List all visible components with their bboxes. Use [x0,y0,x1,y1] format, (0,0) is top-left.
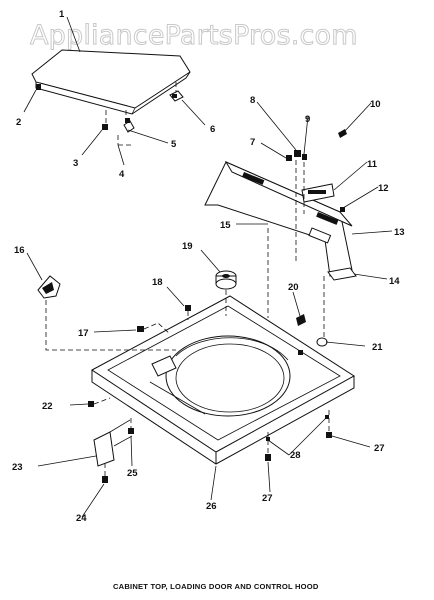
part-label-8: 8 [250,95,255,106]
part-label-21: 21 [372,342,383,353]
part-label-6: 6 [210,124,215,135]
part-label-15: 15 [220,220,231,231]
leader-lines [23,16,393,518]
part-label-3: 3 [73,158,78,169]
part-label-27-lower: 27 [262,493,273,504]
part-label-16: 16 [14,245,25,256]
part-label-17: 17 [78,328,89,339]
part-label-13: 13 [394,227,405,238]
control-panel-overlay [301,183,335,203]
part-label-22: 22 [42,401,53,412]
part-label-11: 11 [367,159,378,170]
part-label-25: 25 [127,468,138,479]
part-label-24: 24 [76,513,87,524]
part-label-26: 26 [206,501,217,512]
diagram-caption: CABINET TOP, LOADING DOOR AND CONTROL HO… [113,582,319,591]
part-label-9: 9 [305,114,310,125]
bracket-23 [93,419,133,467]
fasteners [88,305,332,483]
part-label-20: 20 [288,282,299,293]
part-label-28: 28 [290,450,301,461]
bumper-19 [215,270,237,316]
part-label-2: 2 [16,117,21,128]
part-label-10: 10 [370,99,381,110]
part-number-labels: 1 2 3 4 5 6 7 8 9 10 11 12 13 14 15 16 1… [12,9,405,524]
cabinet-top [91,295,355,465]
hood-connectors [267,160,325,340]
part-label-19: 19 [182,241,193,252]
part-label-12: 12 [378,183,389,194]
watermark-text: AppliancePartsPros.com [30,20,358,51]
control-hood [204,160,357,281]
part-label-27-right: 27 [374,443,385,454]
loading-door-lid [31,49,191,115]
part-label-7: 7 [250,137,255,148]
latch-16 [37,275,176,351]
part-label-1: 1 [59,9,65,20]
part-label-4: 4 [119,169,125,180]
part-label-23: 23 [12,462,23,473]
part-label-5: 5 [171,139,177,150]
part-label-18: 18 [152,277,163,288]
lid-hinge-parts [36,82,184,146]
part-label-14: 14 [389,276,400,287]
